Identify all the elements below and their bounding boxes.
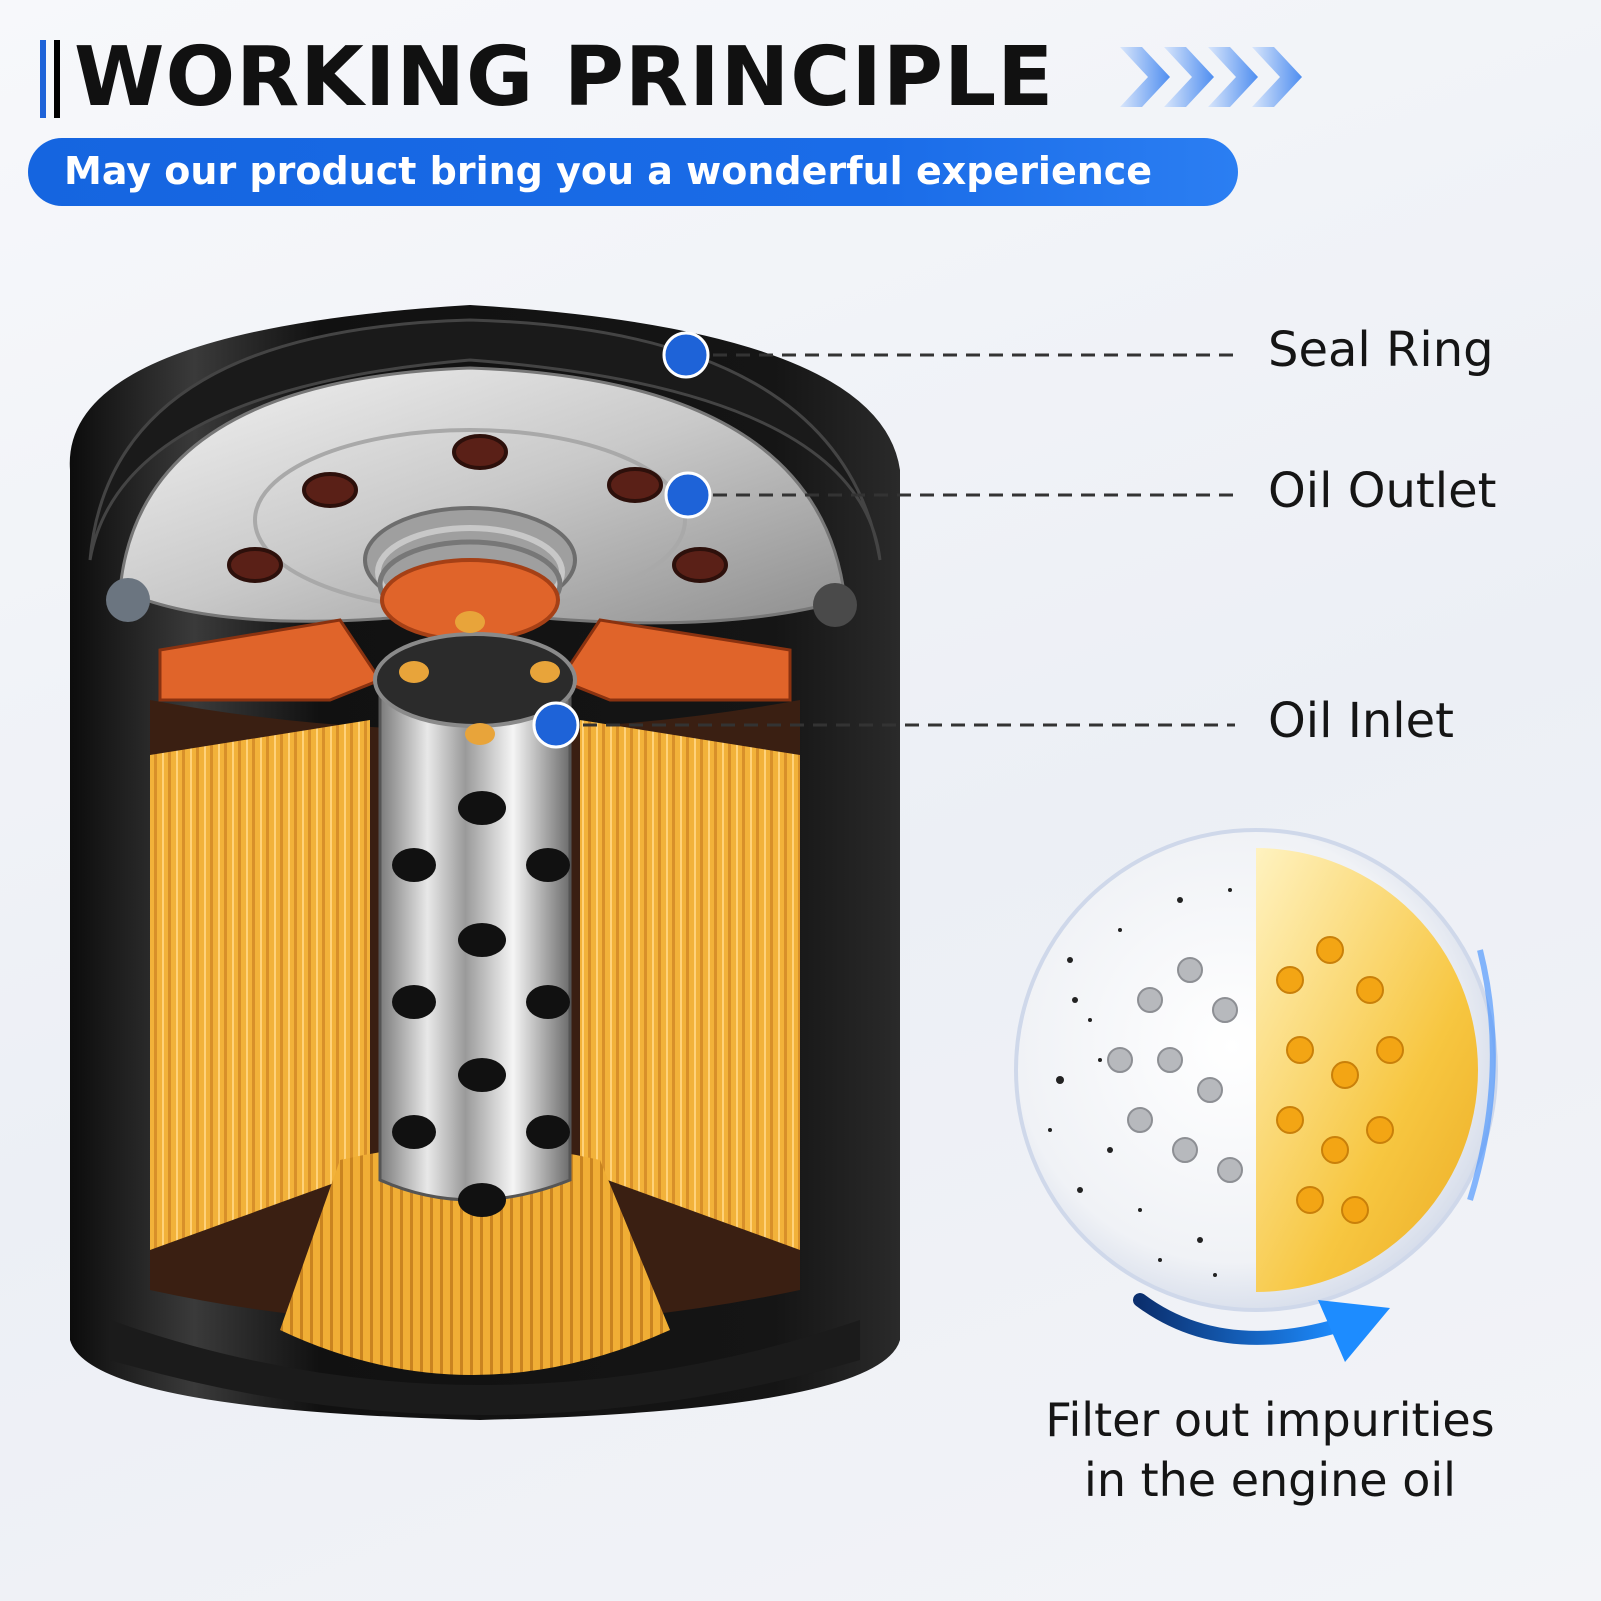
oil-inlet-marker xyxy=(532,701,580,749)
title-accent-bars xyxy=(40,40,66,118)
seal-ring-label: Seal Ring xyxy=(1268,322,1494,378)
oil-outlet-marker xyxy=(664,471,712,519)
caption: Filter out impurities in the engine oil xyxy=(1000,1390,1540,1510)
curved-arrow-icon xyxy=(1133,1293,1390,1362)
oil-inlet-label: Oil Inlet xyxy=(1268,693,1454,749)
callout-lines xyxy=(560,353,1235,727)
chevron-right-icon xyxy=(1120,47,1302,107)
base-plate xyxy=(118,366,847,642)
oil-outlet-label: Oil Outlet xyxy=(1268,463,1497,519)
header: WORKING PRINCIPLE xyxy=(40,30,1440,126)
page-title: WORKING PRINCIPLE xyxy=(74,30,1055,125)
caption-line-1: Filter out impurities xyxy=(1045,1393,1495,1447)
gasket xyxy=(106,578,857,702)
filtration-sphere xyxy=(1014,828,1498,1312)
subtitle-text: May our product bring you a wonderful ex… xyxy=(64,149,1153,193)
seal-ring-marker xyxy=(662,331,710,379)
center-tube xyxy=(373,611,577,1217)
caption-line-2: in the engine oil xyxy=(1084,1453,1456,1507)
subtitle-banner: May our product bring you a wonderful ex… xyxy=(28,138,1238,206)
